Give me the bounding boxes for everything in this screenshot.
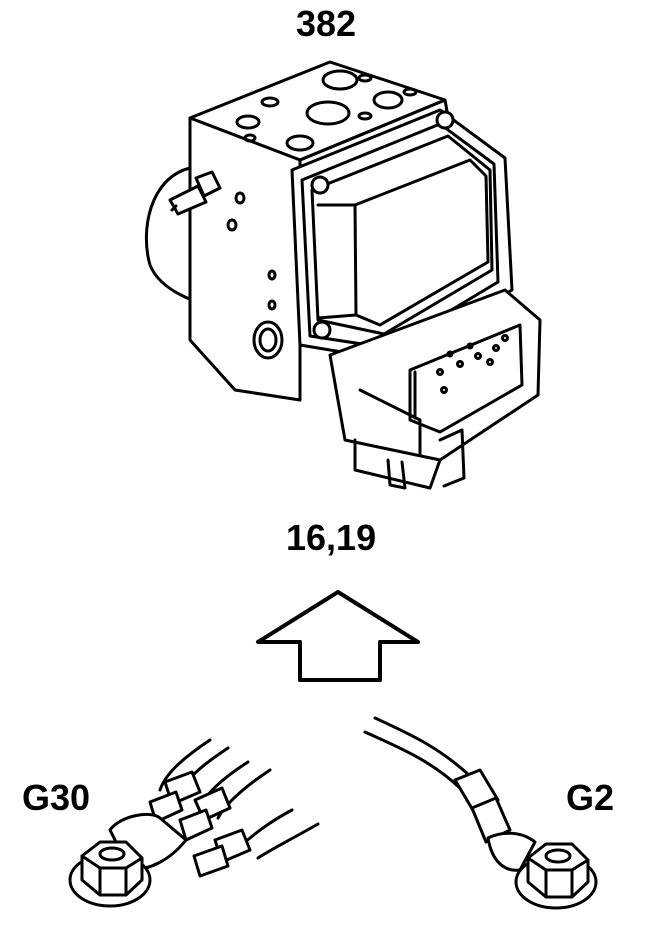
ground-left-label: G30 — [22, 777, 91, 818]
torque-value-label: 16,19 — [286, 517, 377, 558]
ground-terminal-single-icon — [363, 716, 598, 910]
ground-right-label: G2 — [566, 777, 615, 818]
component-number-label: 382 — [296, 3, 357, 44]
up-arrow-icon — [256, 590, 420, 682]
abs-hydraulic-unit-icon — [144, 60, 542, 490]
ground-terminal-cluster-icon — [68, 738, 320, 908]
